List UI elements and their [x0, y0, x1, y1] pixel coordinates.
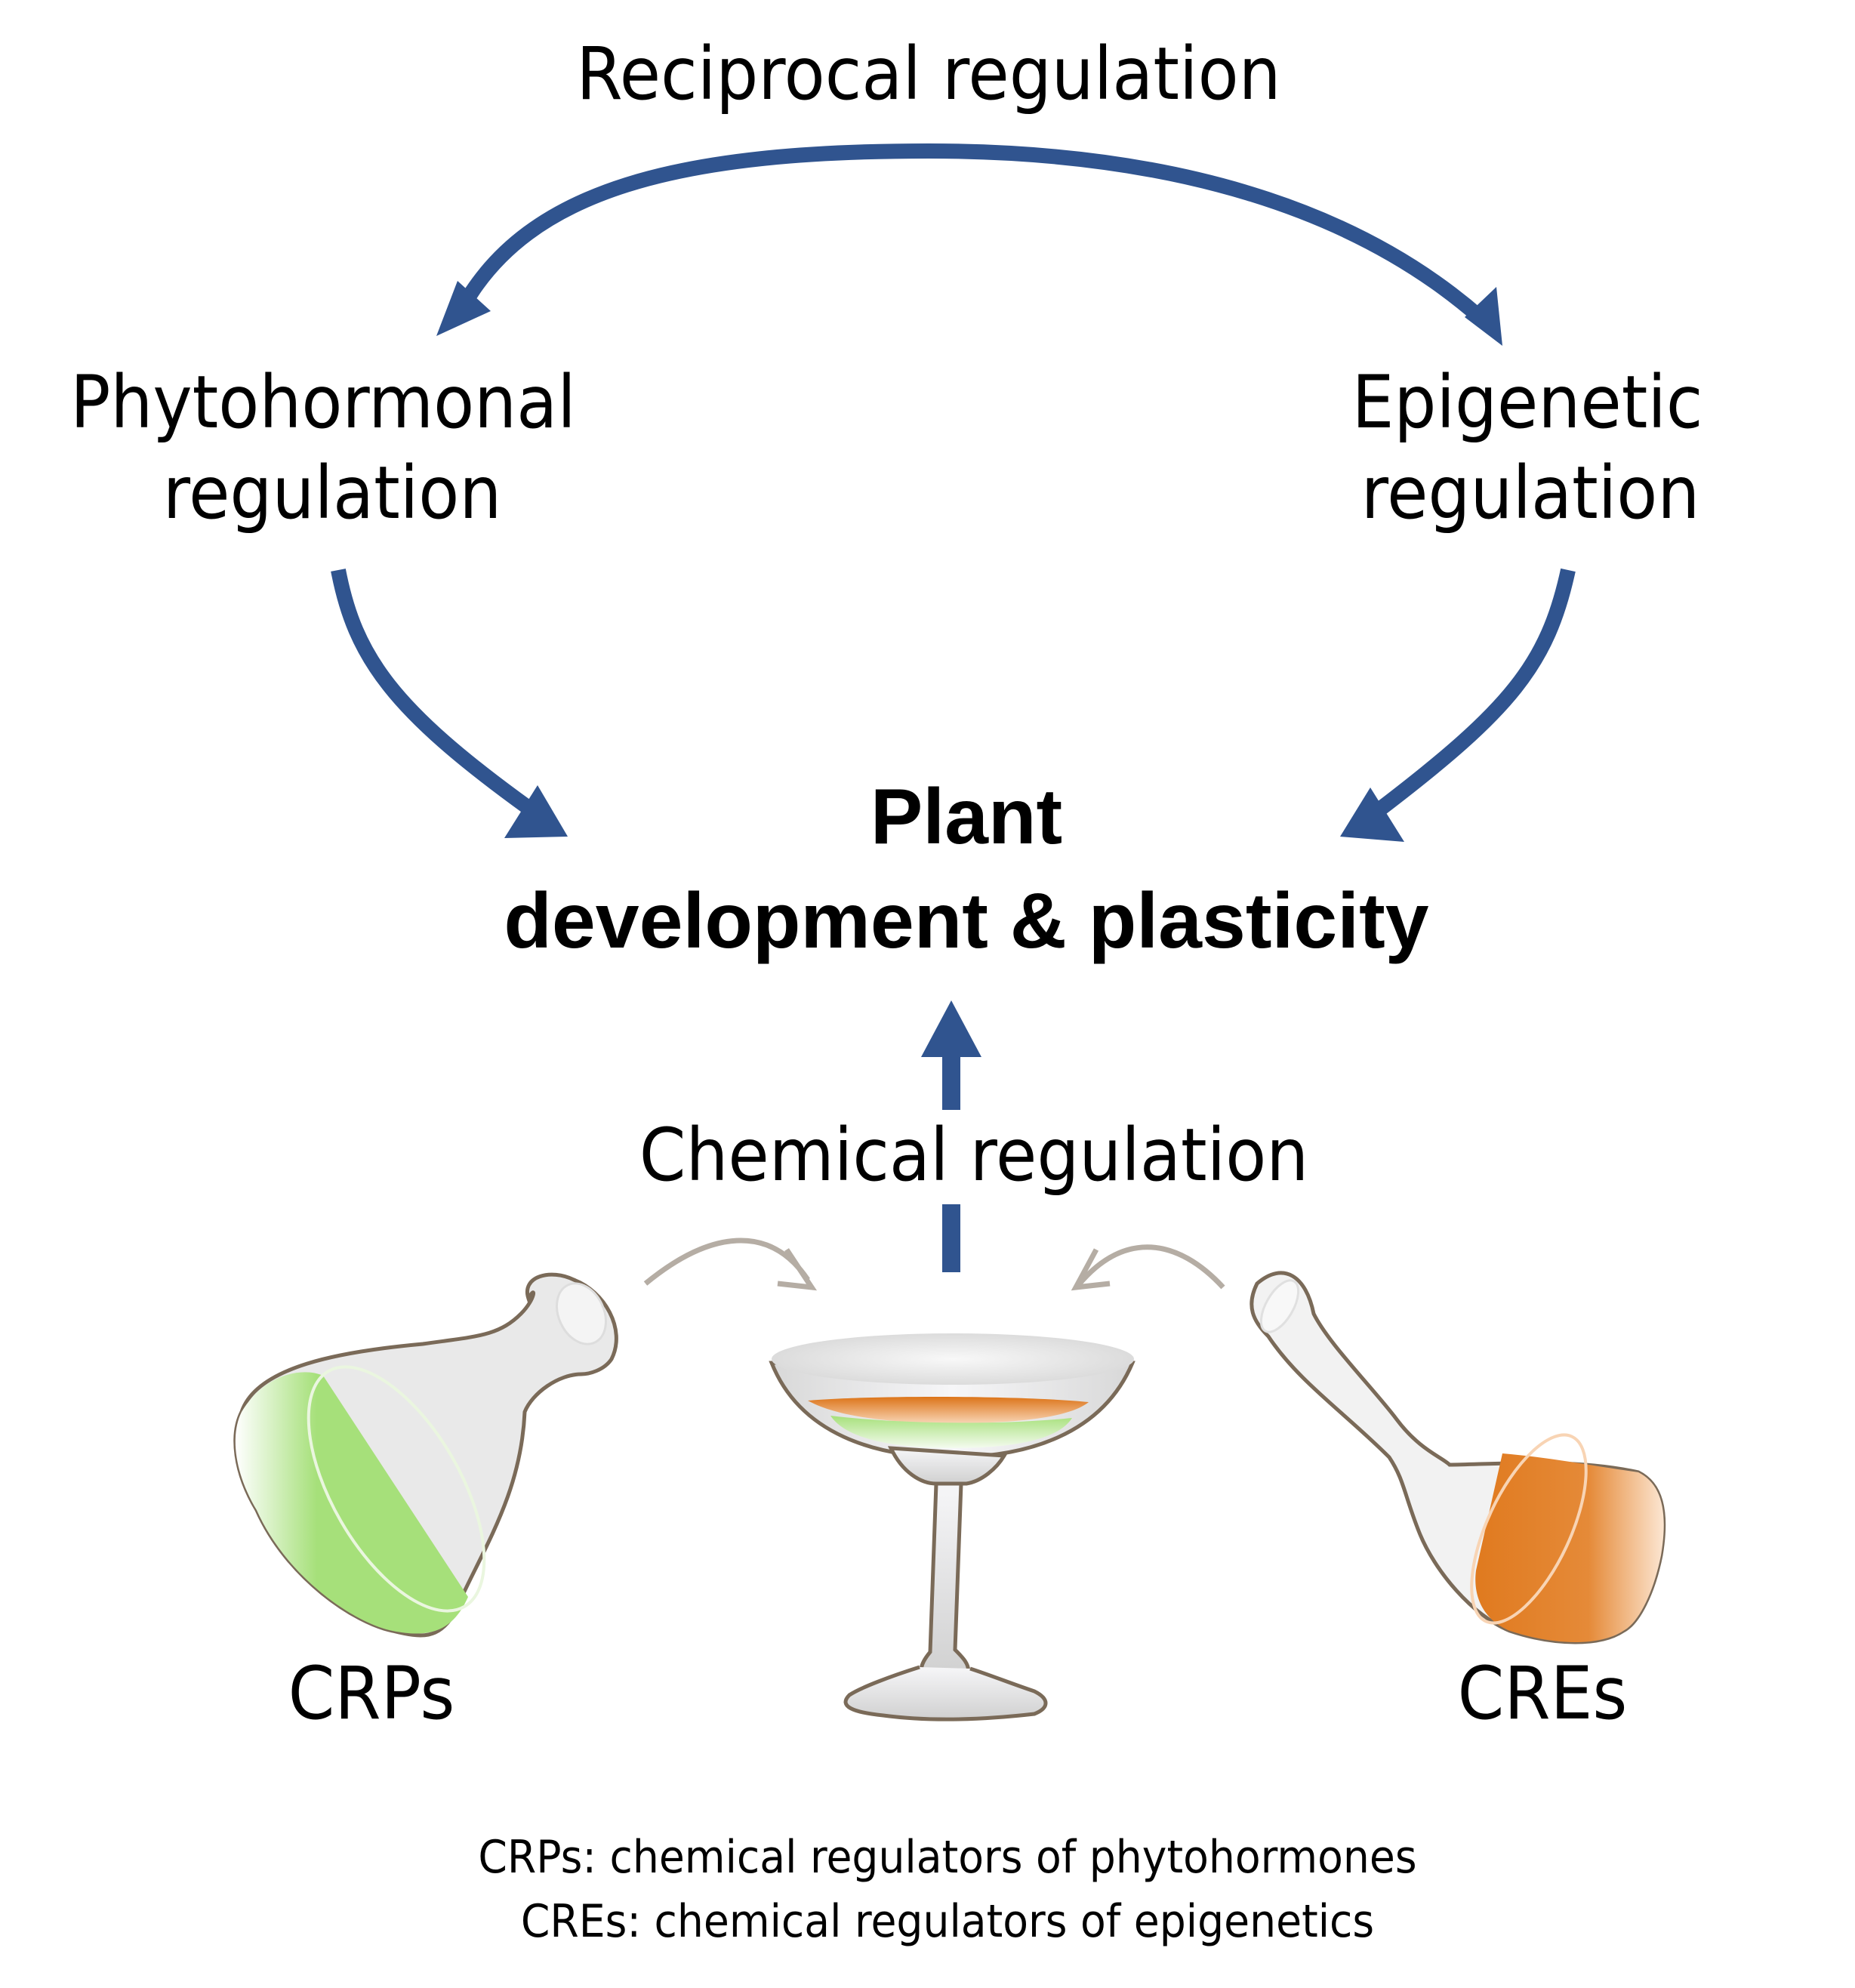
- reciprocal-arrowhead-right: [1465, 287, 1502, 346]
- label-phytohormonal-line2: regulation: [162, 451, 502, 535]
- epi-arrowhead: [1340, 787, 1404, 842]
- label-reciprocal-regulation: Reciprocal regulation: [576, 32, 1281, 116]
- phyto-to-plant-arrow: [331, 569, 533, 815]
- pour-arrow-left: [643, 1237, 810, 1286]
- chemical-arrow-shaft-upper: [942, 1053, 960, 1110]
- crps-flask-icon: [233, 1272, 618, 1638]
- label-epigenetic-line1: Epigenetic: [1351, 360, 1703, 445]
- label-phytohormonal-line1: Phytohormonal: [70, 360, 576, 445]
- label-cres: CREs: [1457, 1651, 1628, 1736]
- chemical-arrow-shaft-lower: [942, 1204, 960, 1272]
- chemical-arrowhead: [921, 1000, 981, 1057]
- footnote-cres: CREs: chemical regulators of epigenetics: [520, 1895, 1375, 1948]
- label-epigenetic-line2: regulation: [1360, 451, 1700, 535]
- mixing-glass-icon: [769, 1333, 1135, 1721]
- footnote-crps: CRPs: chemical regulators of phytohormon…: [478, 1831, 1417, 1884]
- label-chemical-regulation: Chemical regulation: [639, 1113, 1309, 1197]
- label-crps: CRPs: [288, 1651, 455, 1736]
- cres-flask-icon: [1250, 1271, 1666, 1644]
- reciprocal-arrowhead-left: [436, 281, 491, 336]
- title-line2: development & plasticity: [504, 877, 1429, 965]
- pour-arrow-right: [1077, 1244, 1225, 1290]
- title-line1: Plant: [870, 773, 1063, 861]
- epi-to-plant-arrow: [1376, 568, 1576, 814]
- reciprocal-arc: [455, 143, 1485, 323]
- pour-arrow-right-head: [1071, 1248, 1111, 1291]
- pour-arrow-left-head: [777, 1248, 818, 1291]
- phyto-arrowhead: [504, 785, 568, 838]
